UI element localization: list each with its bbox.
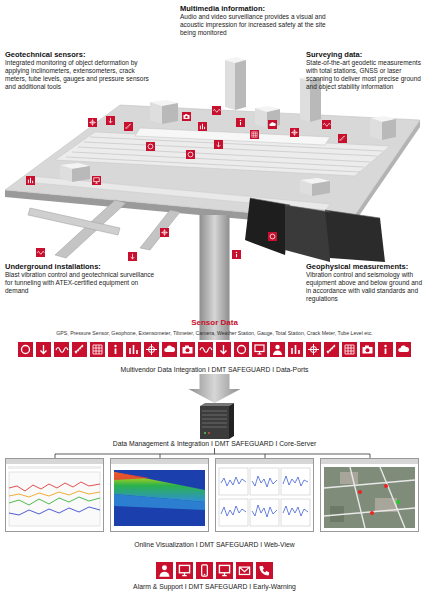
map-screenshot bbox=[321, 459, 419, 532]
section-heading: Surveying data: bbox=[306, 50, 427, 59]
tunnels bbox=[28, 200, 180, 258]
site-sensor-icons bbox=[26, 106, 347, 261]
geology-sheets bbox=[245, 198, 385, 262]
alarm-icons bbox=[156, 562, 273, 579]
stage-caption: Online Visualization I DMT SAFEGUARD I W… bbox=[0, 541, 429, 549]
sensor-list: GPS, Pressure Sensor, Geophone, Extensom… bbox=[0, 330, 429, 337]
stage-caption: Multivendor Data Integration I DMT SAFEG… bbox=[0, 366, 429, 374]
web-view-stage: Online Visualization I DMT SAFEGUARD I W… bbox=[0, 458, 429, 549]
connector-line bbox=[55, 448, 370, 458]
scatter-screenshot bbox=[216, 459, 314, 532]
sensor-type-icons bbox=[18, 342, 411, 357]
description-text: Integrated monitoring of object deformat… bbox=[5, 59, 157, 91]
chart-screenshot bbox=[6, 459, 104, 532]
section-title: Sensor Data bbox=[0, 318, 429, 328]
section-heading: Geotechnical sensors: bbox=[5, 50, 175, 59]
server-icon bbox=[200, 403, 234, 439]
stage-caption: Data Management & Integration I DMT SAFE… bbox=[100, 440, 329, 448]
description-text: Audio and video surveillance provides a … bbox=[180, 13, 338, 37]
section-heading: Underground installations: bbox=[5, 262, 175, 271]
early-warning-stage: Alarm & Support I DMT SAFEGUARD I Early-… bbox=[0, 561, 429, 591]
description-text: Vibration control and seismology with eq… bbox=[306, 271, 427, 303]
section-heading: Geophysical measurements: bbox=[306, 262, 427, 271]
section-heading: Multimedia information: bbox=[180, 4, 370, 13]
data-ports-stage: Multivendor Data Integration I DMT SAFEG… bbox=[0, 340, 429, 374]
stage-caption: Alarm & Support I DMT SAFEGUARD I Early-… bbox=[0, 583, 429, 591]
core-server-stage: Data Management & Integration I DMT SAFE… bbox=[100, 403, 329, 448]
description-text: State-of-the-art geodetic measurements w… bbox=[306, 59, 427, 91]
heatmap-screenshot bbox=[111, 459, 209, 532]
railway-station bbox=[26, 128, 390, 210]
flow-arrow bbox=[189, 374, 241, 403]
site-plate bbox=[5, 105, 420, 229]
description-text: Blast vibration control and geotechnical… bbox=[5, 271, 155, 295]
